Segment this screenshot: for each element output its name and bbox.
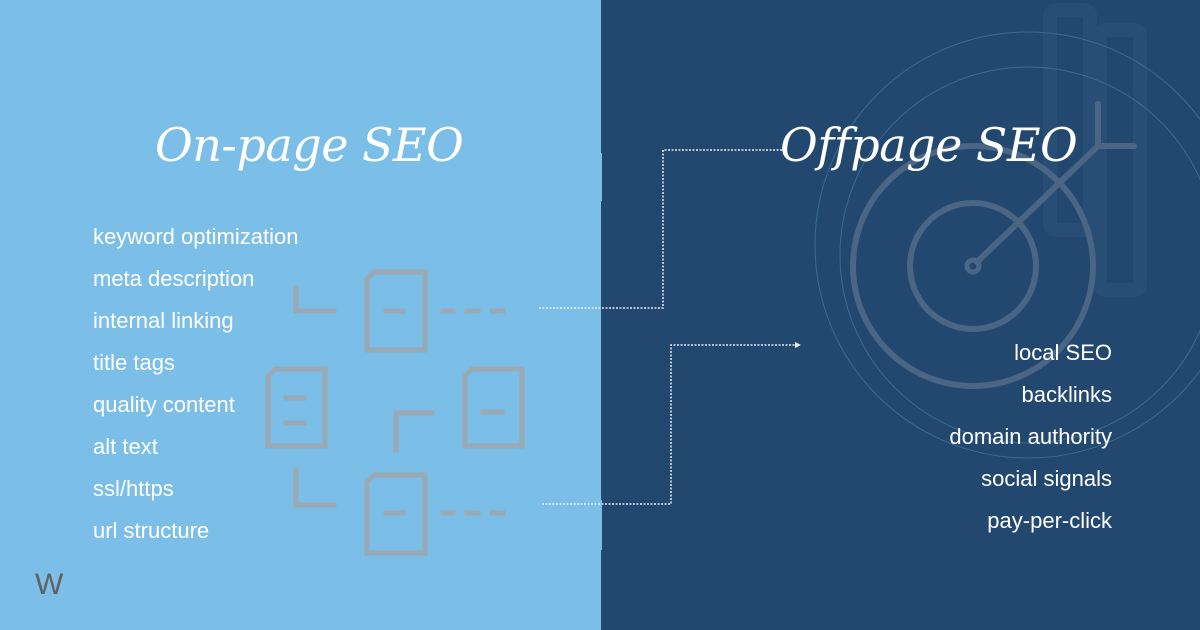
list-item: keyword optimization bbox=[93, 224, 299, 249]
list-item: ssl/https bbox=[93, 476, 174, 501]
list-item: meta description bbox=[93, 266, 255, 291]
divider-notch bbox=[600, 153, 602, 201]
list-item: domain authority bbox=[949, 424, 1112, 449]
list-item: local SEO bbox=[1014, 340, 1112, 365]
list-item: quality content bbox=[93, 392, 235, 417]
divider-notch bbox=[600, 500, 602, 550]
connector-lines bbox=[539, 149, 795, 505]
on-page-title: On-page SEO bbox=[155, 118, 464, 172]
document-network-icon bbox=[265, 269, 525, 556]
list-item: url structure bbox=[93, 518, 210, 543]
offpage-title: Offpage SEO bbox=[780, 118, 1078, 172]
offpage-list: local SEO backlinks domain authority soc… bbox=[949, 332, 1112, 542]
list-item: alt text bbox=[93, 434, 158, 459]
list-item: title tags bbox=[93, 350, 175, 375]
brand-logo: W bbox=[35, 568, 64, 601]
target-arrow-icon bbox=[814, 31, 1200, 459]
on-page-list: keyword optimization meta description in… bbox=[93, 216, 298, 552]
list-item: backlinks bbox=[1021, 382, 1112, 407]
on-page-panel bbox=[0, 0, 601, 630]
list-item: pay-per-click bbox=[987, 508, 1112, 533]
arrow-head-icon bbox=[795, 342, 801, 348]
list-item: social signals bbox=[981, 466, 1112, 491]
list-item: internal linking bbox=[93, 308, 234, 333]
bar-chart-icon bbox=[1043, 3, 1147, 297]
